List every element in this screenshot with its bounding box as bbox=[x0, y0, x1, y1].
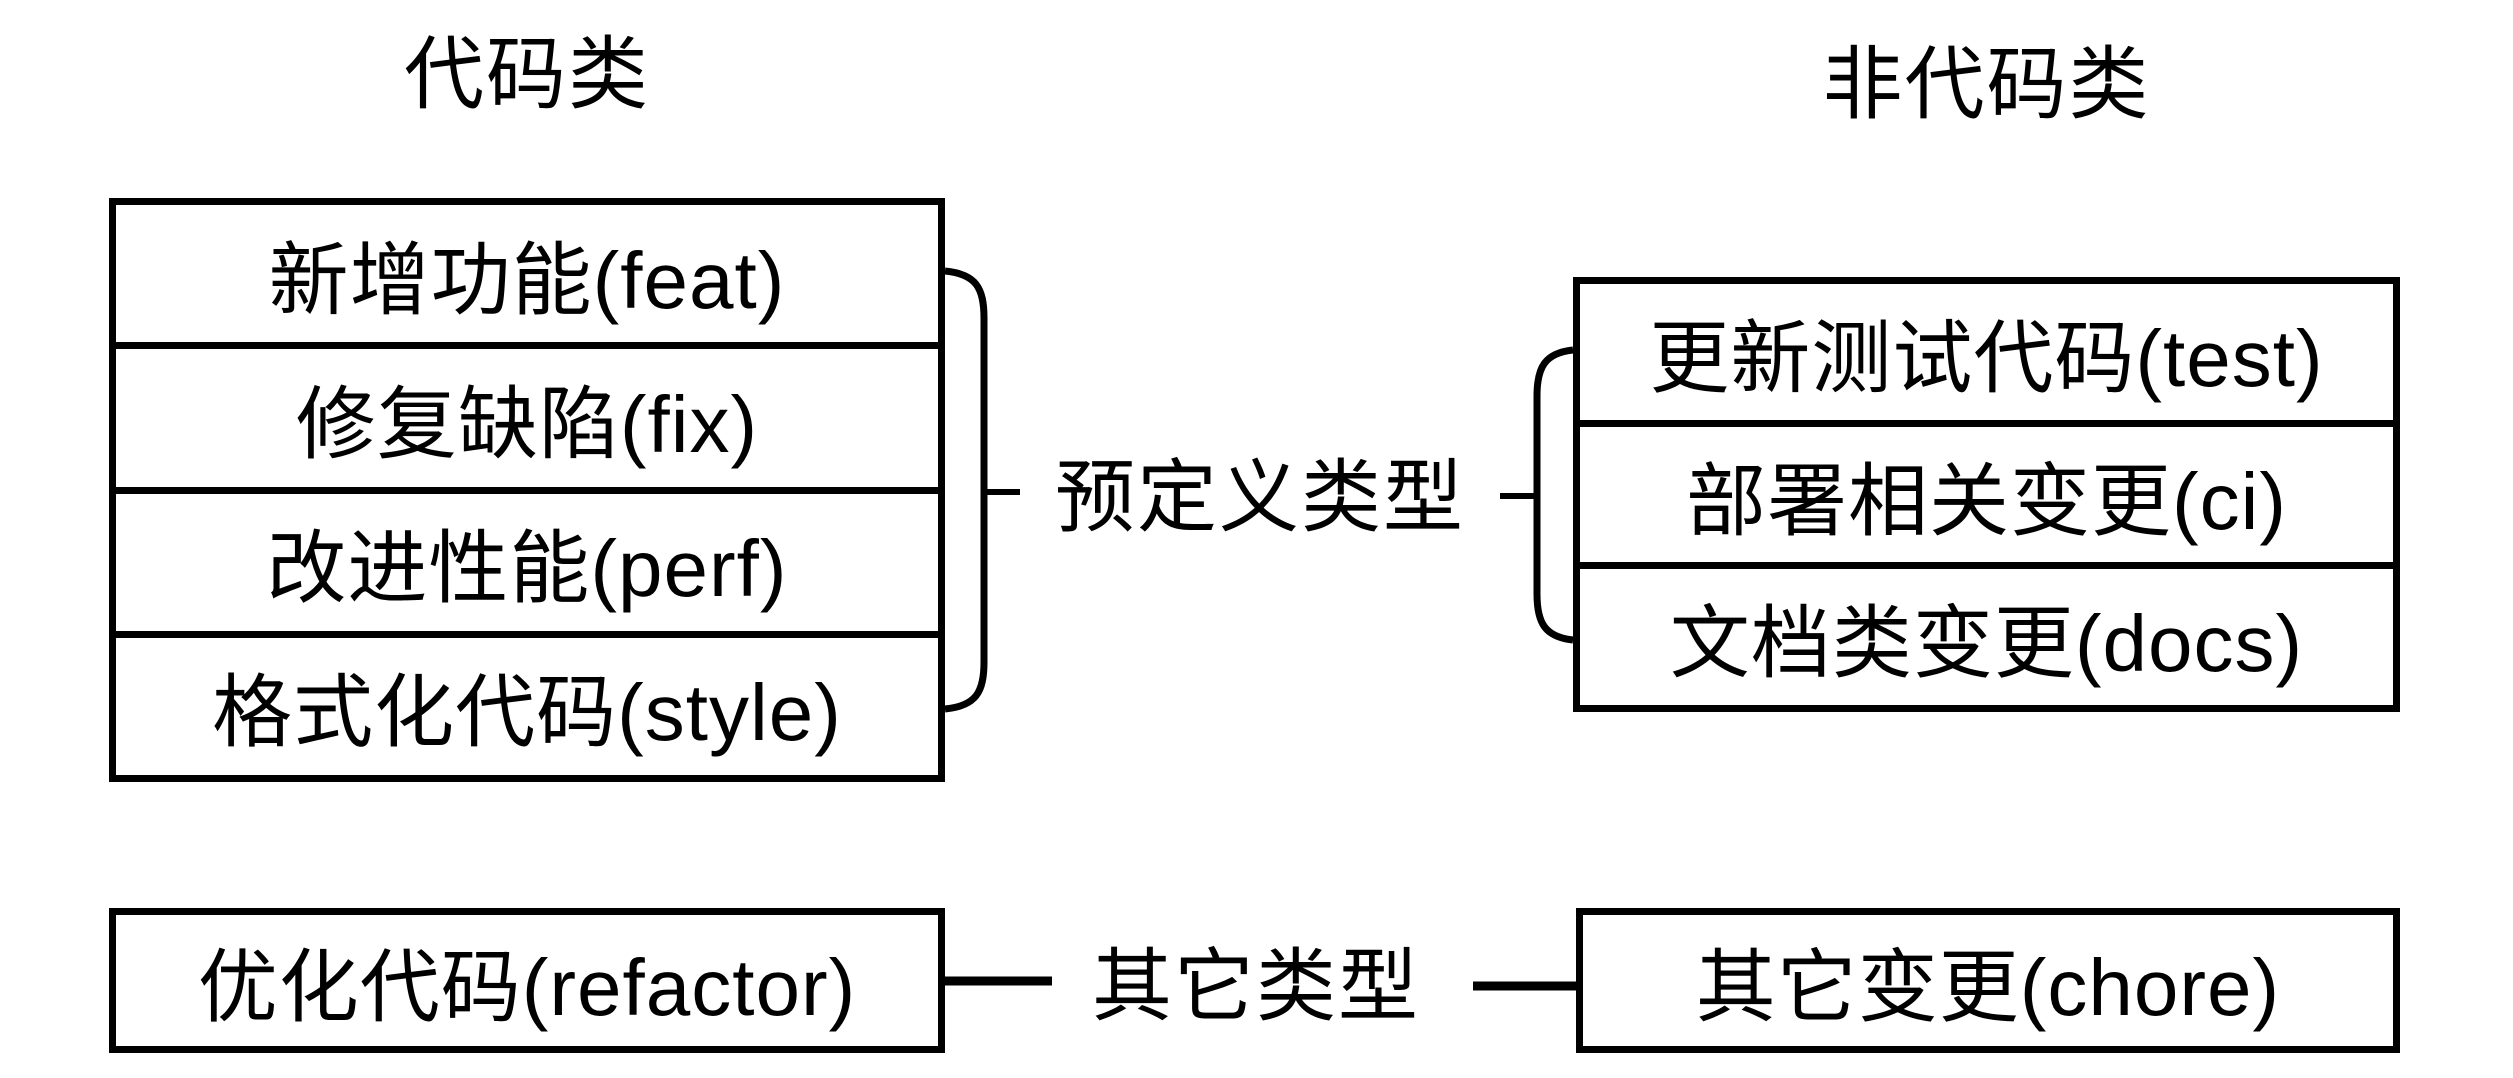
node-feat: 新增功能(feat) bbox=[268, 235, 786, 325]
node-docs: 文档类变更(docs) bbox=[1580, 562, 2393, 705]
node-refactor: 优化代码(refactor) bbox=[109, 908, 945, 1053]
node-test: 更新测试代码(test) bbox=[1649, 313, 2324, 403]
label-predefined-types: 预定义类型 bbox=[1055, 453, 1465, 542]
brace-predefined-noncode bbox=[1533, 346, 1574, 644]
node-ci: 部署相关变更(ci) bbox=[1580, 419, 2393, 563]
node-fix: 修复缺陷(fix) bbox=[116, 342, 938, 486]
predefined-code-stack: 新增功能(feat) 修复缺陷(fix) 改进性能(perf) 格式化代码(st… bbox=[109, 198, 945, 782]
brace-predefined-code bbox=[944, 267, 988, 713]
title-code-category: 代码类 bbox=[404, 30, 650, 119]
node-style: 格式化代码(style) bbox=[116, 630, 938, 775]
node-chore: 其它变更(chore) bbox=[1576, 908, 2400, 1053]
label-other-types: 其它类型 bbox=[1092, 942, 1420, 1031]
title-noncode-category: 非代码类 bbox=[1822, 40, 2151, 129]
node-perf: 改进性能(perf) bbox=[116, 486, 938, 631]
predefined-noncode-stack: 更新测试代码(test) 部署相关变更(ci) 文档类变更(docs) bbox=[1573, 277, 2400, 712]
